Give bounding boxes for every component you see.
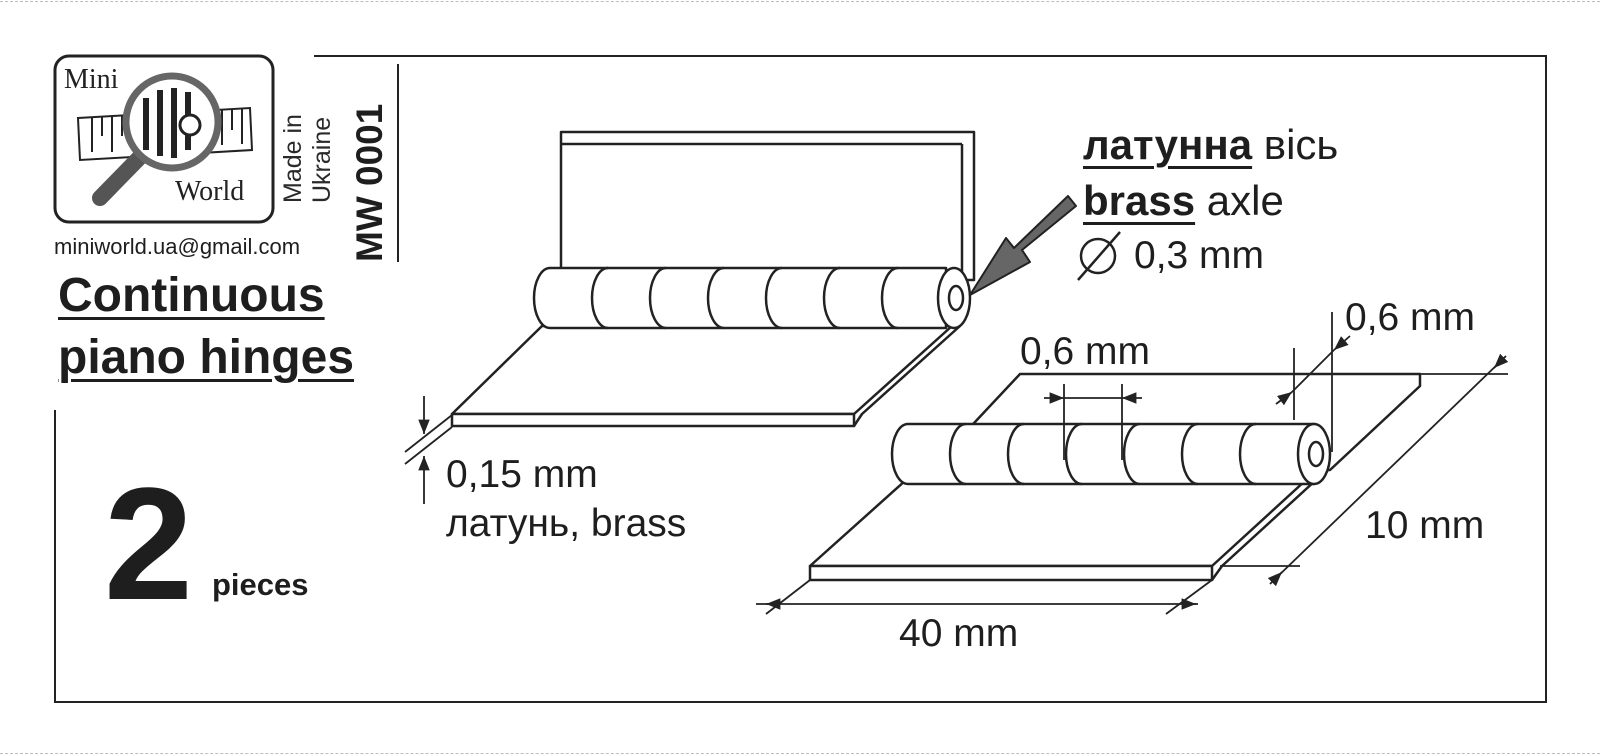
contact-email: miniworld.ua@gmail.com [54,234,301,259]
axle-pointer-arrow [969,195,1077,296]
hinge1-upright-leaf [559,130,976,282]
diameter-icon [1077,231,1121,281]
knuckle-width-label: 0,6 mm [1020,330,1151,373]
thickness-dimension [404,396,453,504]
hinge1-knuckle-segments [590,266,899,330]
knuckle-clearance-label: 0,6 mm [1345,296,1476,339]
hinge1-axle-hole [947,284,965,312]
width-dimension [1220,353,1509,587]
axle-material-en: brass [1083,177,1196,224]
width-label: 10 mm [1365,504,1485,547]
hinge2-near-leaf-edge [808,564,1214,582]
logo-text-mini: Mini [64,64,119,95]
axle-part-ua: вісь [1263,121,1339,168]
axle-material-ua: латунна [1083,121,1253,168]
axle-part-en: axle [1206,177,1284,224]
axle-label-en: brass axle [1083,180,1284,222]
hinge2-near-leaf [808,478,1308,568]
made-in-label: Made in Ukraine [279,83,337,203]
hinge-flat [808,372,1422,582]
product-title-line2: piano hinges [58,331,355,384]
hinge1-bottom-leaf-edge [450,412,856,428]
knuckle-clearance-dimension [1275,312,1351,452]
outer-frame [54,55,1547,703]
product-title-line1: Continuous [58,269,325,322]
material-label: латунь, brass [446,502,687,545]
top-dashed-border [0,1,1600,2]
magnifier-icon [92,72,222,206]
hinge1-knuckle [532,266,948,330]
length-label: 40 mm [899,612,1019,655]
axle-label-ua: латунна вісь [1083,124,1338,166]
quantity-number: 2 [104,454,193,633]
logo [53,54,275,224]
hinge2-axle-hole [1307,440,1325,468]
logo-box [53,54,275,224]
made-in-line1: Made in [279,114,307,203]
bottom-dashed-border [0,753,1600,754]
hinge2-knuckle-segments [948,422,1257,486]
length-dimension [756,579,1213,615]
quantity-unit: pieces [212,567,309,602]
hinge2-knuckle [890,422,1316,486]
knuckle-width-dimension [1044,384,1142,460]
logo-text-world: World [175,176,245,207]
made-in-line2: Ukraine [308,116,336,203]
thickness-label: 0,15 mm [446,453,598,496]
axle-diameter: 0,3 mm [1134,234,1265,277]
hinge-open [450,130,976,428]
product-code: MW 0001 [349,103,390,262]
